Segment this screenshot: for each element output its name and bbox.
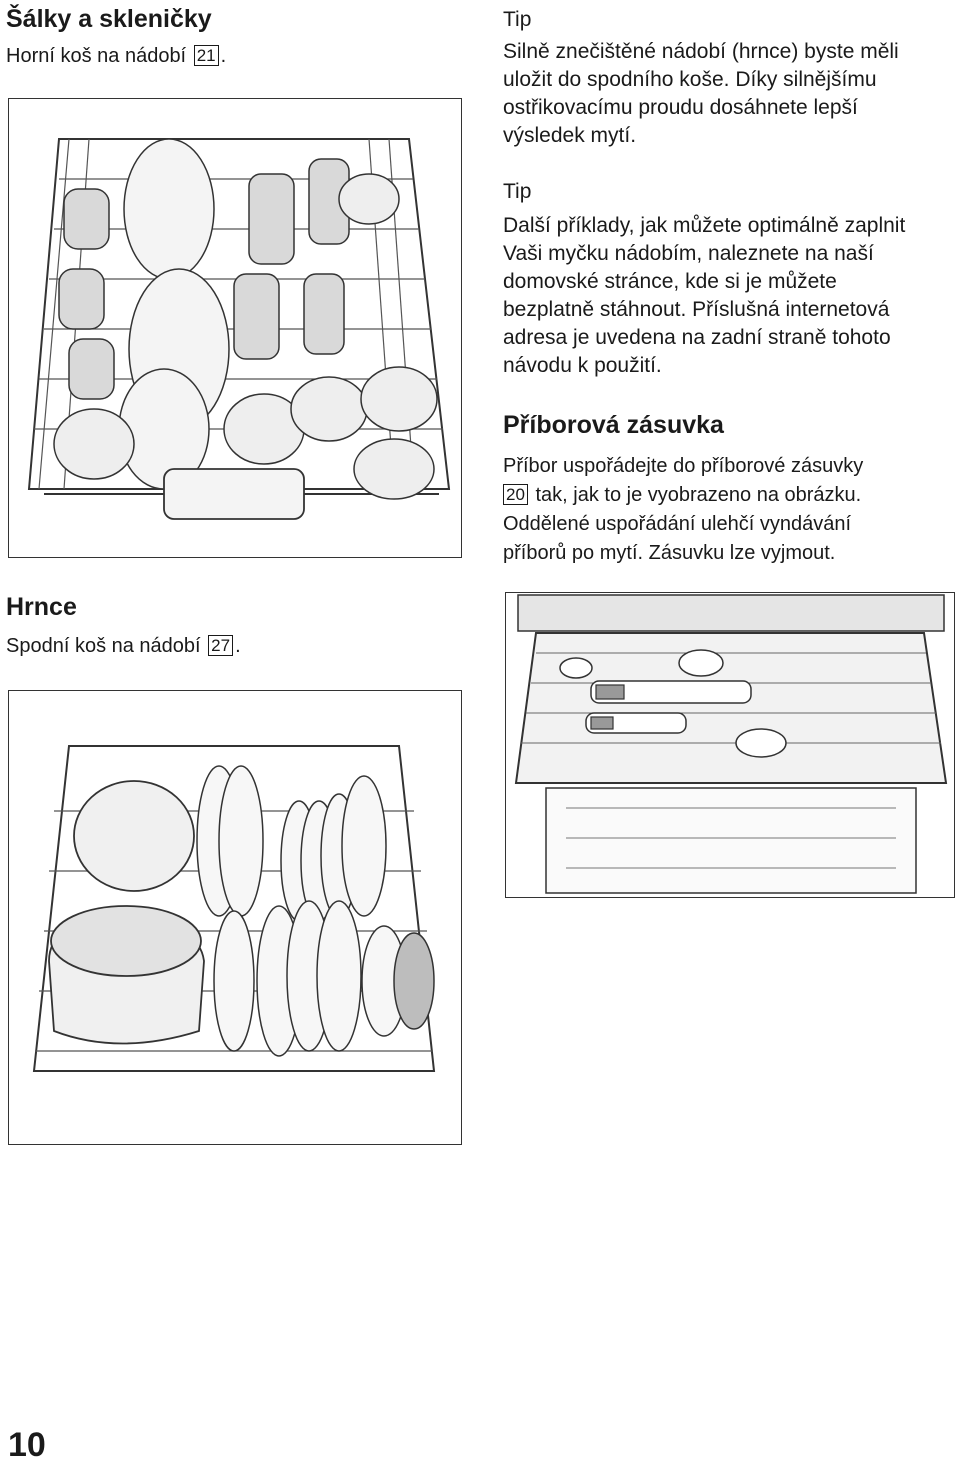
drawer-line: příborů po mytí. Zásuvku lze vyjmout. xyxy=(503,542,836,564)
lower-basket-illustration xyxy=(8,690,462,1145)
upper-basket-ref: 21 xyxy=(193,45,219,66)
pots-heading: Hrnce xyxy=(6,593,77,621)
cups-heading: Šálky a skleničky xyxy=(6,5,212,33)
drawer-line-text: tak, jak to je vyobrazeno na obrázku. xyxy=(529,484,862,506)
page-number: 10 xyxy=(8,1426,46,1464)
upper-basket-illustration xyxy=(8,98,462,558)
pots-description-end: . xyxy=(235,635,241,657)
cups-description-end: . xyxy=(220,45,227,67)
tip-2-line: adresa je uvedena na zadní straně tohoto xyxy=(503,326,891,349)
tip-2-line: domovské stránce, kde si je můžete xyxy=(503,270,837,293)
tip-1-line: Silně znečištěné nádobí (hrnce) byste mě… xyxy=(503,40,899,63)
tip-2-label: Tip xyxy=(503,180,532,203)
drawer-line: Příbor uspořádejte do příborové zásuvky xyxy=(503,455,864,477)
lower-basket-ref: 27 xyxy=(208,635,234,656)
cutlery-drawer-illustration xyxy=(505,592,955,898)
tip-2-line: návodu k použití. xyxy=(503,354,662,377)
pots-description-text: Spodní koš na nádobí xyxy=(6,635,201,657)
drawer-line: Oddělené uspořádání ulehčí vyndávání xyxy=(503,513,852,535)
tip-1-line: uložit do spodního koše. Díky silnějšímu xyxy=(503,68,877,91)
tip-1-line: výsledek mytí. xyxy=(503,124,637,147)
pots-description: Spodní koš na nádobí 27. xyxy=(6,632,241,661)
tip-2-line: bezplatně stáhnout. Příslušná internetov… xyxy=(503,298,890,321)
drawer-ref: 20 xyxy=(503,484,528,505)
tip-2-line: Vaši myčku nádobím, naleznete na naší xyxy=(503,242,874,265)
tip-1-line: ostřikovacímu proudu dosáhnete lepší xyxy=(503,96,858,119)
drawer-description: Příbor uspořádejte do příborové zásuvky … xyxy=(503,452,953,568)
tip-2-line: Další příklady, jak můžete optimálně zap… xyxy=(503,214,906,237)
drawer-heading: Příborová zásuvka xyxy=(503,411,724,439)
cups-description: Horní koš na nádobí 21. xyxy=(6,42,226,71)
tip-1-text: Silně znečištěné nádobí (hrnce) byste mě… xyxy=(503,38,953,150)
drawer-line: 20 tak, jak to je vyobrazeno na obrázku. xyxy=(503,481,953,510)
tip-1-label: Tip xyxy=(503,8,532,31)
tip-2-text: Další příklady, jak můžete optimálně zap… xyxy=(503,212,953,380)
cups-description-text: Horní koš na nádobí xyxy=(6,45,187,67)
